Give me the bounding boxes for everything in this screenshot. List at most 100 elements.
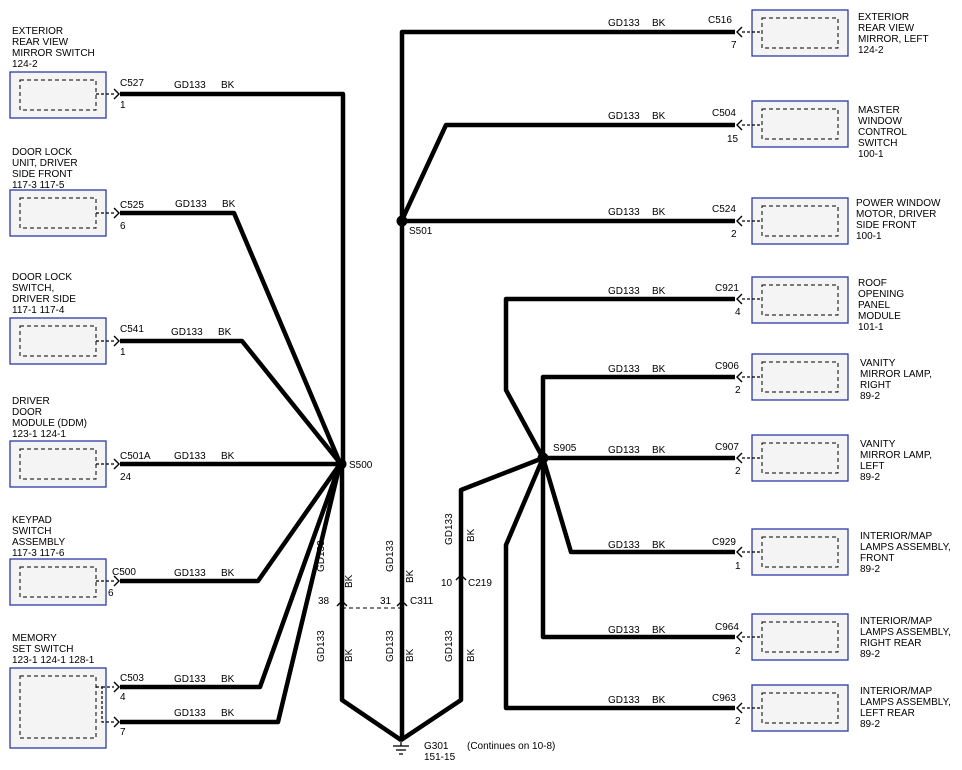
circuit-label: GD133 [174,708,206,719]
component-ref: 89-2 [860,649,881,660]
component-inner-right [761,17,839,724]
component-ref: 89-2 [860,719,881,730]
splice-s905-dot [537,452,549,464]
component-box [9,71,107,119]
wire-color-label: BK [221,80,235,91]
component-boxes-right [751,9,849,732]
pin-label: 6 [108,588,114,599]
wire-s905-c219 [399,455,544,742]
wire-color-label: BK [221,708,235,719]
pin-label: 2 [735,646,741,657]
wire-c525 [120,210,343,464]
pin-label: 7 [731,40,737,51]
circuit-label: GD133 [608,540,640,551]
pin-label: 2 [735,466,741,477]
circuit-label: GD133 [174,674,206,685]
component-name: EXTERIOR REAR VIEW MIRROR, LEFT [858,12,929,45]
circuit-label: GD133 [608,111,640,122]
wire-color-label: BK [652,286,666,297]
ground-label: G301 [424,741,449,752]
component-box [751,434,849,482]
component-box [9,317,107,365]
component-name: INTERIOR/MAP LAMPS ASSEMBLY, RIGHT REAR [860,616,951,649]
pin-label: 2 [735,385,741,396]
c219-pin: 10 [441,578,453,589]
component-ref: 123-1 124-1 [12,429,66,440]
wire-color-label: BK [652,18,666,29]
pin-label: 24 [120,472,132,483]
wire-c504 [399,122,735,221]
connector-label: C503 [120,673,144,684]
ground-ref: 151-15 [424,752,456,763]
circuit-label: GD133 [174,568,206,579]
component-name: POWER WINDOW MOTOR, DRIVER SIDE FRONT [856,198,941,231]
vertical-wire-label: BK [344,648,355,662]
c219-label: C219 [468,578,492,589]
component-name: VANITY MIRROR LAMP, LEFT [860,439,933,472]
circuit-label: GD133 [174,451,206,462]
pin-label: 1 [735,561,741,572]
component-ref: 100-1 [858,149,884,160]
pin-label: 7 [120,727,126,738]
wire-c929 [540,457,735,555]
component-name: VANITY MIRROR LAMP, RIGHT [860,358,933,391]
circuit-label: GD133 [608,286,640,297]
component-name: DOOR LOCK SWITCH, DRIVER SIDE [12,272,76,305]
connector-label: C906 [715,361,739,372]
wire-color-label: BK [652,111,666,122]
component-box [751,353,849,401]
vertical-wire-label: BK [344,574,355,588]
vertical-wire-label: BK [466,528,477,542]
ground-icon [393,740,409,755]
component-ref: 101-1 [858,322,884,333]
component-box [751,100,849,148]
wire-color-label: BK [652,540,666,551]
pin-label: 4 [120,692,126,703]
vertical-wire-label: BK [405,648,416,662]
component-box [751,684,849,732]
component-ref: 117-3 117-6 [12,548,65,559]
component-box [751,9,849,57]
component-box [751,276,849,324]
component-name: ROOF OPENING PANEL MODULE [858,278,905,322]
wire-c964 [540,458,735,640]
continues-note: (Continues on 10-8) [467,741,556,752]
circuit-label: GD133 [608,18,640,29]
wire-color-label: BK [221,451,235,462]
component-name: DRIVER DOOR MODULE (DDM) [12,396,87,429]
wires [120,29,735,742]
connector-arrows-left [113,88,120,728]
wire-color-label: BK [221,568,235,579]
component-ref: 100-1 [856,231,882,242]
circuit-label: GD133 [171,327,203,338]
circuit-label: GD133 [608,695,640,706]
circuit-label: GD133 [175,199,207,210]
component-box [9,189,107,237]
component-name: KEYPAD SWITCH ASSEMBLY [12,515,66,548]
wire-color-label: BK [652,207,666,218]
wire-color-label: BK [221,674,235,685]
component-name: INTERIOR/MAP LAMPS ASSEMBLY, LEFT REAR [860,686,951,719]
component-name: INTERIOR/MAP LAMPS ASSEMBLY, FRONT [860,531,951,564]
wire-s500-ground [339,464,403,742]
pin-label: 2 [731,229,737,240]
splice-s500-dot [335,458,347,470]
connector-label: C504 [712,108,736,119]
circuit-label: GD133 [174,80,206,91]
component-ref: 117-1 117-4 [12,305,65,316]
component-ref: 89-2 [860,472,881,483]
circuit-label: GD133 [608,625,640,636]
component-name: MEMORY SET SWITCH [12,633,74,655]
vertical-circuit-label: GD133 [444,513,455,545]
c311-pin-right: 31 [380,596,392,607]
splice-s501-dot [396,215,408,227]
vertical-circuit-label: GD133 [316,630,327,662]
pin-label: 1 [120,100,126,111]
component-ref: 124-2 [858,45,884,56]
component-ref: 89-2 [860,391,881,402]
wire-color-label: BK [222,199,236,210]
pin-label: 2 [735,716,741,727]
circuit-label: GD133 [608,364,640,375]
component-stubs-left [96,93,114,723]
